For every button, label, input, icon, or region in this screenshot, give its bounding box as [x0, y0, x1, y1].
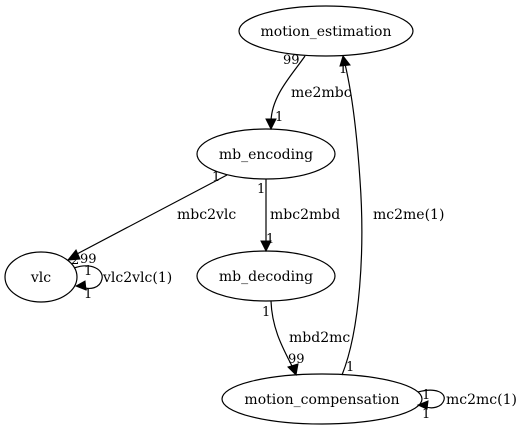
- port-label-me2mbc-tail: 99: [283, 53, 300, 68]
- port-label-vlc2vlc-tail: 1: [84, 264, 92, 279]
- port-label-mc2mc-tail: 1: [422, 388, 430, 403]
- node-motion-estimation[interactable]: motion_estimation: [238, 5, 414, 57]
- edge-mbc2vlc: mbc2vlc 1 99: [66, 170, 236, 267]
- edge-vlc2vlc: vlc2vlc(1) 2 1 1: [71, 253, 172, 302]
- edge-label-mc2me: mc2me(1): [373, 207, 444, 223]
- edge-mc2me: mc2me(1) 1 1: [339, 54, 444, 376]
- node-label-mb-encoding: mb_encoding: [219, 147, 313, 163]
- port-label-mbd2mc-tail: 1: [262, 305, 270, 320]
- edge-label-mc2mc: mc2mc(1): [446, 392, 517, 408]
- node-vlc[interactable]: vlc: [4, 251, 78, 303]
- edge-label-mbc2vlc: mbc2vlc: [177, 207, 236, 223]
- port-label-mbc2vlc-tail: 1: [212, 170, 220, 185]
- port-label-me2mbc-head: 1: [275, 110, 283, 125]
- edge-mbc2mbd: mbc2mbd 1 1: [257, 179, 340, 253]
- node-label-motion-estimation: motion_estimation: [261, 24, 392, 40]
- edge-label-me2mbc: me2mbc: [291, 85, 352, 101]
- node-label-vlc: vlc: [30, 270, 51, 286]
- port-label-mbc2mbd-tail: 1: [257, 182, 265, 197]
- edge-mc2mc: mc2mc(1) 1 1: [416, 388, 517, 422]
- port-label-vlc2vlc-extra: 2: [71, 253, 79, 268]
- node-label-motion-compensation: motion_compensation: [244, 392, 399, 408]
- edge-me2mbc: me2mbc 99 1: [265, 53, 352, 131]
- edge-label-vlc2vlc: vlc2vlc(1): [102, 270, 172, 286]
- port-label-vlc2vlc-head: 1: [84, 287, 92, 302]
- port-label-mc2me-head: 1: [339, 62, 347, 77]
- node-label-mb-decoding: mb_decoding: [219, 269, 313, 285]
- port-label-mbc2vlc-head: 99: [80, 252, 97, 267]
- port-label-mc2me-tail: 1: [346, 360, 354, 375]
- edge-mbd2mc: mbd2mc 1 99: [262, 300, 350, 377]
- port-label-mbc2mbd-head: 1: [266, 232, 274, 247]
- node-motion-compensation[interactable]: motion_compensation: [221, 373, 423, 425]
- port-label-mc2mc-head: 1: [422, 407, 430, 422]
- edge-label-mbc2mbd: mbc2mbd: [270, 207, 340, 223]
- node-mb-decoding[interactable]: mb_decoding: [196, 250, 336, 302]
- port-label-mbd2mc-head: 99: [288, 352, 305, 367]
- edge-label-mbd2mc: mbd2mc: [289, 330, 350, 346]
